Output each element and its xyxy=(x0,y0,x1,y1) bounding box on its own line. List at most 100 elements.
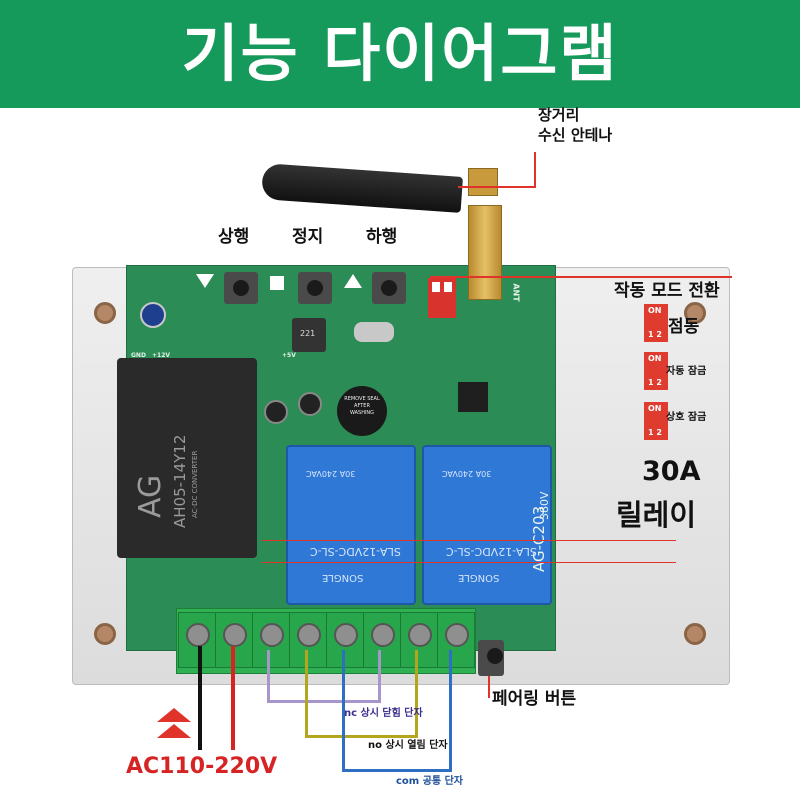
power-arrow-icon-2 xyxy=(157,724,191,738)
up-label: 상행 xyxy=(218,227,250,247)
antenna-pointer-v xyxy=(534,152,536,188)
relay-pointer-1 xyxy=(262,540,676,541)
terminal-6 xyxy=(363,612,401,668)
capacitor xyxy=(140,302,166,328)
relay-1-model: SLA-12VDC-SL-C xyxy=(310,545,401,558)
dip-on-label: ON xyxy=(648,354,662,363)
converter-model: AH05-14Y12 xyxy=(171,434,189,528)
buzzer: REMOVE SEAL AFTER WASHING xyxy=(337,386,387,436)
no-terminal-label: no 상시 열림 단자 xyxy=(368,740,448,751)
stop-square-icon xyxy=(270,276,284,290)
screw-icon xyxy=(371,623,395,647)
inductor: 221 xyxy=(292,318,326,352)
mount-hole-bottom-left xyxy=(94,623,116,645)
stop-label: 정지 xyxy=(292,227,324,247)
terminal-7 xyxy=(400,612,438,668)
dip-switch[interactable] xyxy=(428,278,456,318)
v12-label: +12V xyxy=(152,352,171,359)
mode-self-lock-label: 자동 잠금 xyxy=(666,366,707,377)
v5-label: +5V xyxy=(282,352,296,359)
relay-1: 30A 240VAC SLA-12VDC-SL-C SONGLE xyxy=(286,445,416,605)
wire-blue-2 xyxy=(449,650,452,772)
wire-purple-bottom xyxy=(267,700,381,703)
electrolytic-capacitor-2 xyxy=(298,392,322,416)
mode-pointer xyxy=(430,276,732,278)
electrolytic-capacitor xyxy=(264,400,288,424)
screw-icon xyxy=(223,623,247,647)
wire-purple-1 xyxy=(267,650,270,702)
wire-olive-1 xyxy=(305,650,308,738)
dip-on-label: ON xyxy=(648,306,662,315)
down-arrow-icon xyxy=(196,274,214,288)
antenna-pointer-h xyxy=(458,186,536,188)
power-arrow-icon xyxy=(157,708,191,722)
screw-icon xyxy=(297,623,321,647)
wire-olive-bottom xyxy=(305,735,418,738)
antenna-label-line1: 장거리 xyxy=(538,106,580,124)
screw-icon xyxy=(334,623,358,647)
com-terminal-label: com 공통 단자 xyxy=(396,776,463,787)
dip-num-label: 1 2 xyxy=(648,330,662,339)
down-label: 하행 xyxy=(366,227,398,247)
up-button[interactable] xyxy=(224,272,258,304)
ant-label: ANT xyxy=(511,283,521,302)
stop-button[interactable] xyxy=(298,272,332,304)
up-arrow-icon xyxy=(344,274,362,288)
dip-switch-2 xyxy=(444,282,452,292)
relay-2-brand: SONGLE xyxy=(458,572,500,583)
relay-2-model: SLA-12VDC-SL-C xyxy=(446,545,537,558)
wire-blue-bottom xyxy=(342,769,452,772)
mount-hole-bottom-right xyxy=(684,623,706,645)
buzzer-label: REMOVE SEAL AFTER WASHING xyxy=(344,396,380,416)
mount-hole-top-left xyxy=(94,302,116,324)
pairing-pointer xyxy=(488,676,490,698)
terminal-8 xyxy=(437,612,475,668)
wire-black xyxy=(198,646,202,750)
screw-icon xyxy=(186,623,210,647)
inductor-label: 221 xyxy=(300,329,316,338)
relay-1-brand: SONGLE xyxy=(322,572,364,583)
relay-2: 30A 240VAC SLA-12VDC-SL-C SONGLE xyxy=(422,445,552,605)
pairing-button-label: 페어링 버튼 xyxy=(492,689,577,709)
down-button[interactable] xyxy=(372,272,406,304)
dip-switch-1 xyxy=(432,282,440,292)
crystal xyxy=(354,322,394,342)
screw-icon xyxy=(445,623,469,647)
relay-1-rating: 30A 240VAC xyxy=(306,469,356,478)
relay-2-rating: 30A 240VAC xyxy=(442,469,492,478)
wire-olive-2 xyxy=(415,650,418,738)
terminal-4 xyxy=(289,612,327,668)
dip-on-label: ON xyxy=(648,404,662,413)
relay-rating-label: 30A xyxy=(642,456,701,487)
pairing-button[interactable] xyxy=(478,640,504,676)
antenna-label-line2: 수신 안테나 xyxy=(538,126,613,144)
mode-switch-label: 작동 모드 전환 xyxy=(614,281,720,301)
terminal-3 xyxy=(252,612,290,668)
antenna-body xyxy=(260,163,464,213)
mode-chip-interlock: ON 1 2 xyxy=(644,402,668,440)
nc-terminal-label: nc 상시 닫힘 단자 xyxy=(344,708,423,719)
header-banner: 기능 다이어그램 xyxy=(0,0,800,108)
converter-desc: AC-DC CONVERTER xyxy=(191,450,199,518)
relay-pointer-2 xyxy=(262,562,676,563)
antenna-connector xyxy=(468,168,498,196)
mode-momentary-label: 점동 xyxy=(668,317,700,337)
mount-hole-top-right xyxy=(684,302,706,324)
page-title: 기능 다이어그램 xyxy=(181,17,619,90)
converter-brand: AG xyxy=(133,474,168,518)
gnd-label: GND xyxy=(131,352,146,359)
dip-num-label: 1 2 xyxy=(648,378,662,387)
screw-icon xyxy=(260,623,284,647)
dip-num-label: 1 2 xyxy=(648,428,662,437)
power-input-label: AC110-220V xyxy=(126,754,278,779)
mode-chip-self-lock: ON 1 2 xyxy=(644,352,668,390)
mode-interlock-label: 상호 잠금 xyxy=(666,412,707,423)
antenna-sma-mount xyxy=(468,205,502,300)
terminal-1 xyxy=(178,612,216,668)
screw-icon xyxy=(408,623,432,647)
mode-chip-momentary: ON 1 2 xyxy=(644,304,668,342)
ac-dc-converter: AG AH05-14Y12 AC-DC CONVERTER xyxy=(117,358,257,558)
wire-red xyxy=(231,646,235,750)
wire-blue-1 xyxy=(342,650,345,772)
wire-purple-2 xyxy=(378,650,381,702)
